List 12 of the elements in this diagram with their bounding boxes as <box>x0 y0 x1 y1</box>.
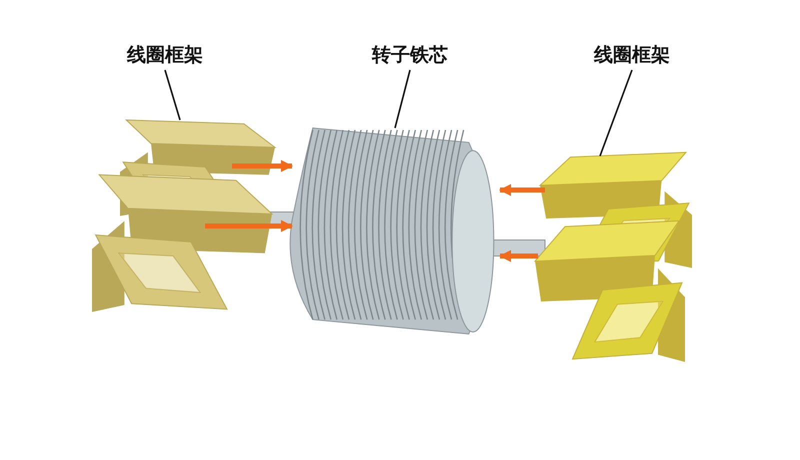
arrow <box>232 160 293 172</box>
arrow <box>499 184 545 196</box>
part-label: 线圈框架 <box>127 42 203 68</box>
leader-line <box>394 70 411 128</box>
leader-line <box>164 70 181 120</box>
leader-line <box>599 70 633 156</box>
arrow <box>205 220 293 232</box>
bobbin-drawing <box>535 218 685 362</box>
part-label: 线圈框架 <box>594 42 670 68</box>
part-label: 转子铁芯 <box>372 42 448 68</box>
arrow <box>499 250 538 262</box>
bobbin-drawing <box>92 172 272 312</box>
